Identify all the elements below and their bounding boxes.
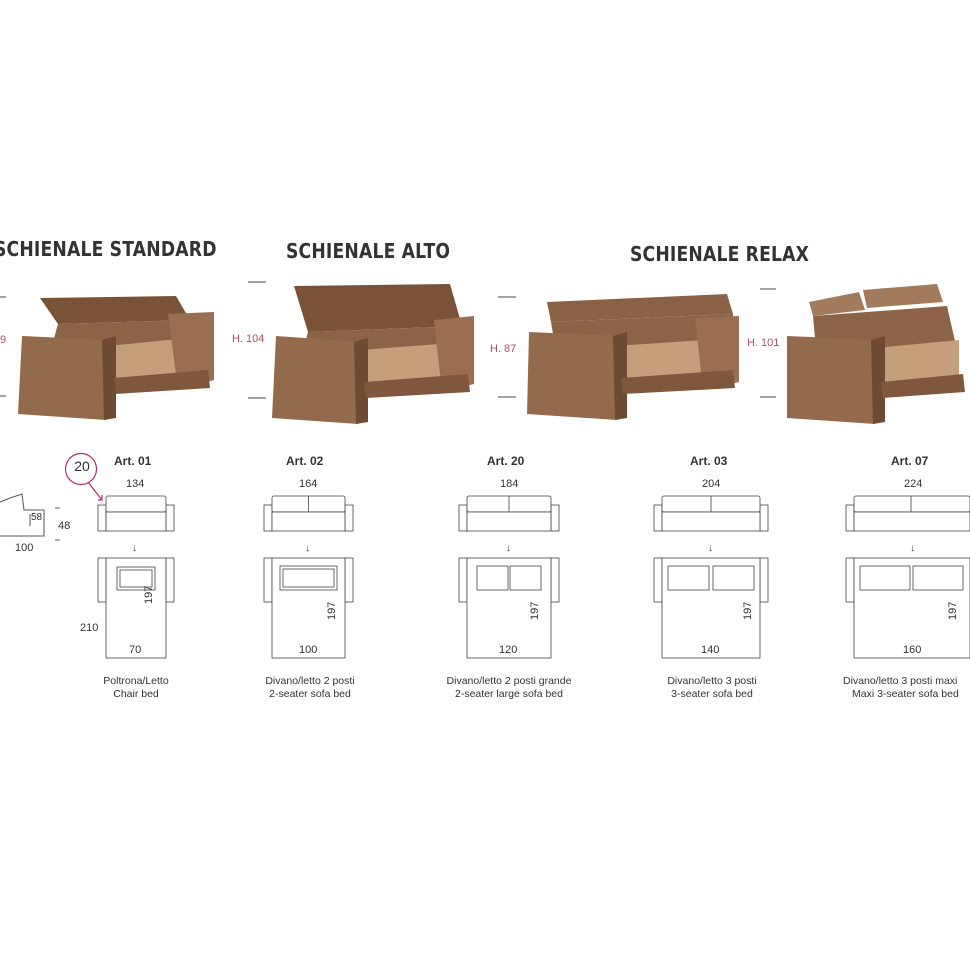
width-dimension: 224	[904, 478, 923, 490]
width-dimension: 164	[299, 478, 318, 490]
sleep-length: 197	[947, 601, 959, 620]
sofa-image-standard	[18, 296, 214, 420]
caption-en: Maxi 3-seater sofa bed	[852, 688, 959, 700]
mattress-width: 140	[701, 644, 720, 656]
side-height: 48	[58, 520, 71, 532]
unfold-arrow: ↓	[132, 543, 137, 554]
sleep-length: 197	[742, 601, 754, 620]
unfold-arrow: ↓	[506, 543, 511, 554]
height-label-relax-high: H. 101	[747, 337, 780, 349]
height-label-alto: H. 104	[232, 333, 265, 345]
art-label: Art. 07	[891, 454, 929, 468]
caption-en: 2-seater sofa bed	[269, 688, 351, 700]
art-label: Art. 01	[114, 454, 152, 468]
sofa-image-alto	[272, 284, 474, 424]
plan-drawing	[97, 495, 175, 659]
badge-number: 20	[74, 458, 90, 474]
caption-en: 2-seater large sofa bed	[455, 688, 563, 700]
mattress-width: 100	[299, 644, 318, 656]
mattress-width: 70	[129, 644, 142, 656]
height-label-relax-low: H. 87	[490, 343, 517, 355]
caption-en: Chair bed	[113, 688, 159, 700]
sofa-image-relax-high	[787, 284, 965, 424]
side-seat-depth: 58	[31, 512, 43, 523]
height-label-standard: 9	[0, 334, 7, 346]
caption-it: Poltrona/Letto	[103, 675, 169, 687]
caption-en: 3-seater sofa bed	[671, 688, 753, 700]
plan-drawing	[653, 495, 769, 659]
sleep-length: 197	[326, 601, 338, 620]
sleep-length: 197	[529, 601, 541, 620]
badge-circle	[64, 452, 103, 501]
plan-drawing	[458, 495, 560, 659]
plan-drawing	[263, 495, 354, 659]
caption-it: Divano/letto 3 posti maxi	[843, 675, 958, 687]
width-dimension: 204	[702, 478, 721, 490]
plan-drawing	[845, 495, 970, 659]
sofa-image-relax-low	[527, 294, 739, 420]
art-label: Art. 02	[286, 454, 324, 468]
caption-it: Divano/letto 2 posti grande	[446, 675, 572, 687]
title-schienale-standard: SCHIENALE STANDARD	[0, 237, 217, 261]
caption-it: Divano/letto 2 posti	[265, 675, 355, 687]
width-dimension: 184	[500, 478, 519, 490]
mattress-width: 120	[499, 644, 518, 656]
caption-it: Divano/letto 3 posti	[667, 675, 757, 687]
side-view-sketch	[0, 493, 60, 541]
art-label: Art. 20	[487, 454, 525, 468]
title-schienale-alto: SCHIENALE ALTO	[286, 239, 451, 263]
width-dimension: 134	[126, 478, 145, 490]
bed-total-length: 210	[80, 622, 99, 634]
mattress-width: 160	[903, 644, 922, 656]
unfold-arrow: ↓	[910, 543, 915, 554]
title-schienale-relax: SCHIENALE RELAX	[630, 242, 810, 266]
sleep-length: 197	[143, 585, 155, 604]
side-depth: 100	[15, 542, 34, 554]
unfold-arrow: ↓	[708, 543, 713, 554]
art-label: Art. 03	[690, 454, 728, 468]
unfold-arrow: ↓	[305, 543, 310, 554]
